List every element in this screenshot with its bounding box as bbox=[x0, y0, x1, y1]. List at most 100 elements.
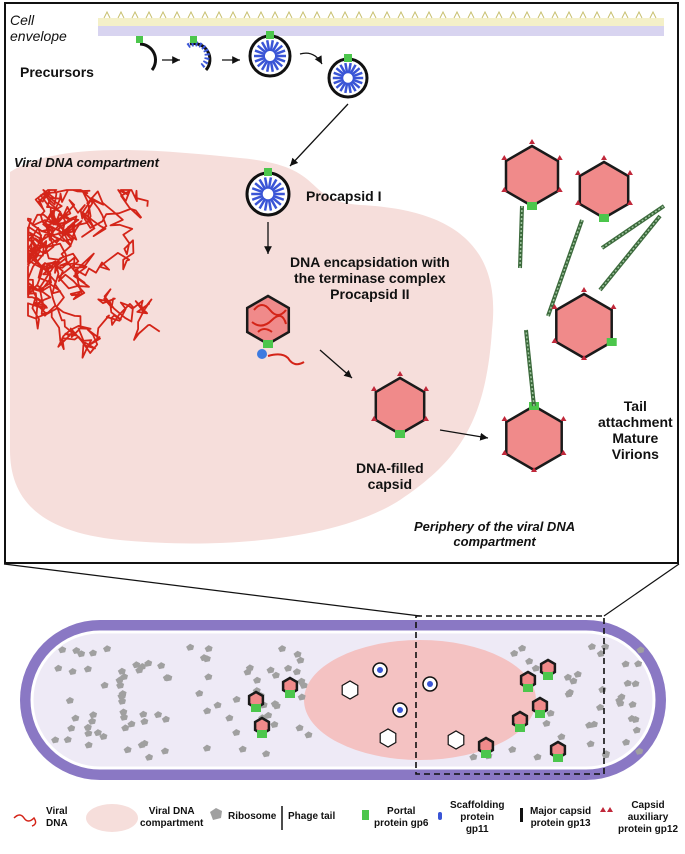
ribosome bbox=[115, 676, 124, 684]
ribosome bbox=[202, 744, 211, 752]
ribosome bbox=[297, 693, 306, 701]
ribosome bbox=[65, 697, 74, 704]
procapsid-ii bbox=[245, 294, 291, 348]
ribosome bbox=[292, 668, 301, 676]
virion-1-tail bbox=[518, 205, 524, 269]
ribosome bbox=[84, 729, 93, 737]
envelope-lipid bbox=[649, 10, 657, 19]
legend-icon-major-capsid bbox=[520, 808, 523, 822]
ribosome bbox=[118, 692, 127, 700]
cell-capsid bbox=[247, 690, 265, 712]
arrow-p3 bbox=[299, 52, 323, 65]
envelope-lipid bbox=[607, 10, 615, 19]
cell-capsid bbox=[281, 676, 299, 698]
precursors-label: Precursors bbox=[20, 64, 94, 80]
virion-3-tail bbox=[598, 214, 662, 292]
cell-procapsid bbox=[372, 662, 388, 678]
ribosome bbox=[140, 718, 149, 725]
entering-dna bbox=[267, 353, 305, 366]
envelope-lipid bbox=[215, 10, 223, 19]
ribosome bbox=[238, 745, 247, 753]
envelope-lipid bbox=[159, 10, 167, 19]
ribosome bbox=[634, 660, 643, 668]
envelope-lipid bbox=[383, 10, 391, 19]
ribosome bbox=[585, 721, 594, 729]
ribosome bbox=[264, 711, 273, 719]
ribosome bbox=[304, 731, 313, 739]
ribosome bbox=[93, 729, 102, 737]
ribosome bbox=[262, 750, 270, 758]
ribosome bbox=[266, 666, 275, 674]
envelope-lipid bbox=[579, 10, 587, 19]
ribosome bbox=[99, 733, 108, 740]
envelope-lipid bbox=[537, 10, 545, 19]
precursor-2-portal bbox=[190, 36, 197, 43]
cell-procapsid bbox=[422, 676, 438, 692]
envelope-lipid bbox=[131, 10, 139, 19]
ribosome bbox=[203, 707, 212, 715]
ribosome bbox=[154, 711, 162, 719]
ribosome bbox=[88, 717, 96, 725]
envelope-lipid bbox=[341, 10, 349, 19]
legend-icon-viral-dna bbox=[13, 814, 37, 827]
cell-capsid bbox=[511, 710, 529, 732]
envelope-lipid bbox=[327, 10, 335, 19]
virion-2 bbox=[575, 155, 633, 222]
envelope-lipid bbox=[523, 10, 531, 19]
envelope-lipid bbox=[425, 10, 433, 19]
ribosome bbox=[546, 709, 555, 717]
cell-capsid bbox=[519, 670, 537, 692]
envelope-lipid bbox=[621, 10, 629, 19]
ribosome bbox=[77, 650, 86, 658]
ribosome bbox=[632, 726, 641, 734]
ribosome bbox=[542, 719, 551, 727]
envelope-lipid bbox=[411, 10, 419, 19]
procapsid-i bbox=[245, 168, 291, 217]
dna-filled-capsid bbox=[371, 371, 429, 438]
ribosome bbox=[121, 724, 130, 732]
virion-4 bbox=[501, 399, 567, 472]
ribosome bbox=[123, 746, 132, 754]
ribosome bbox=[297, 677, 306, 685]
envelope-lipid bbox=[369, 10, 377, 19]
ribosome bbox=[213, 701, 222, 709]
ribosome bbox=[518, 644, 526, 652]
precursor-2-shell bbox=[189, 42, 212, 71]
viral-dna-compartment bbox=[10, 149, 494, 544]
ribosome bbox=[636, 646, 645, 654]
ribosome bbox=[601, 643, 610, 651]
encapsidation-label: DNA encapsidation with the terminase com… bbox=[290, 254, 450, 303]
ribosome bbox=[186, 643, 195, 651]
ribosome bbox=[117, 667, 126, 675]
ribosome bbox=[586, 740, 595, 748]
ribosome bbox=[119, 713, 128, 721]
arrow-to-filled bbox=[319, 349, 353, 379]
precursor-4 bbox=[327, 54, 369, 99]
ribosome bbox=[243, 668, 252, 676]
ribosome bbox=[162, 674, 171, 682]
zoom-line-left bbox=[3, 563, 421, 617]
envelope-lipid bbox=[439, 10, 447, 19]
ribosome bbox=[278, 645, 286, 653]
envelope-inner bbox=[98, 26, 664, 36]
terminase-complex bbox=[257, 349, 267, 359]
ribosome bbox=[232, 695, 241, 703]
ribosome bbox=[557, 733, 566, 741]
envelope-lipid bbox=[285, 10, 293, 19]
zoom-box bbox=[415, 615, 605, 775]
ribosome bbox=[270, 721, 279, 728]
ribosome bbox=[89, 711, 98, 719]
ribosome bbox=[103, 645, 111, 653]
ribosome bbox=[157, 662, 166, 670]
ribosome bbox=[199, 654, 208, 662]
ribosome bbox=[83, 723, 92, 731]
ribosome bbox=[295, 724, 304, 732]
envelope-lipid bbox=[229, 10, 237, 19]
ribosome bbox=[525, 657, 534, 665]
ribosome bbox=[100, 681, 109, 689]
envelope-lipid bbox=[257, 10, 265, 19]
ribosome bbox=[272, 702, 281, 710]
procapsid-ii-dna bbox=[251, 304, 287, 333]
envelope-lipid bbox=[355, 10, 363, 19]
